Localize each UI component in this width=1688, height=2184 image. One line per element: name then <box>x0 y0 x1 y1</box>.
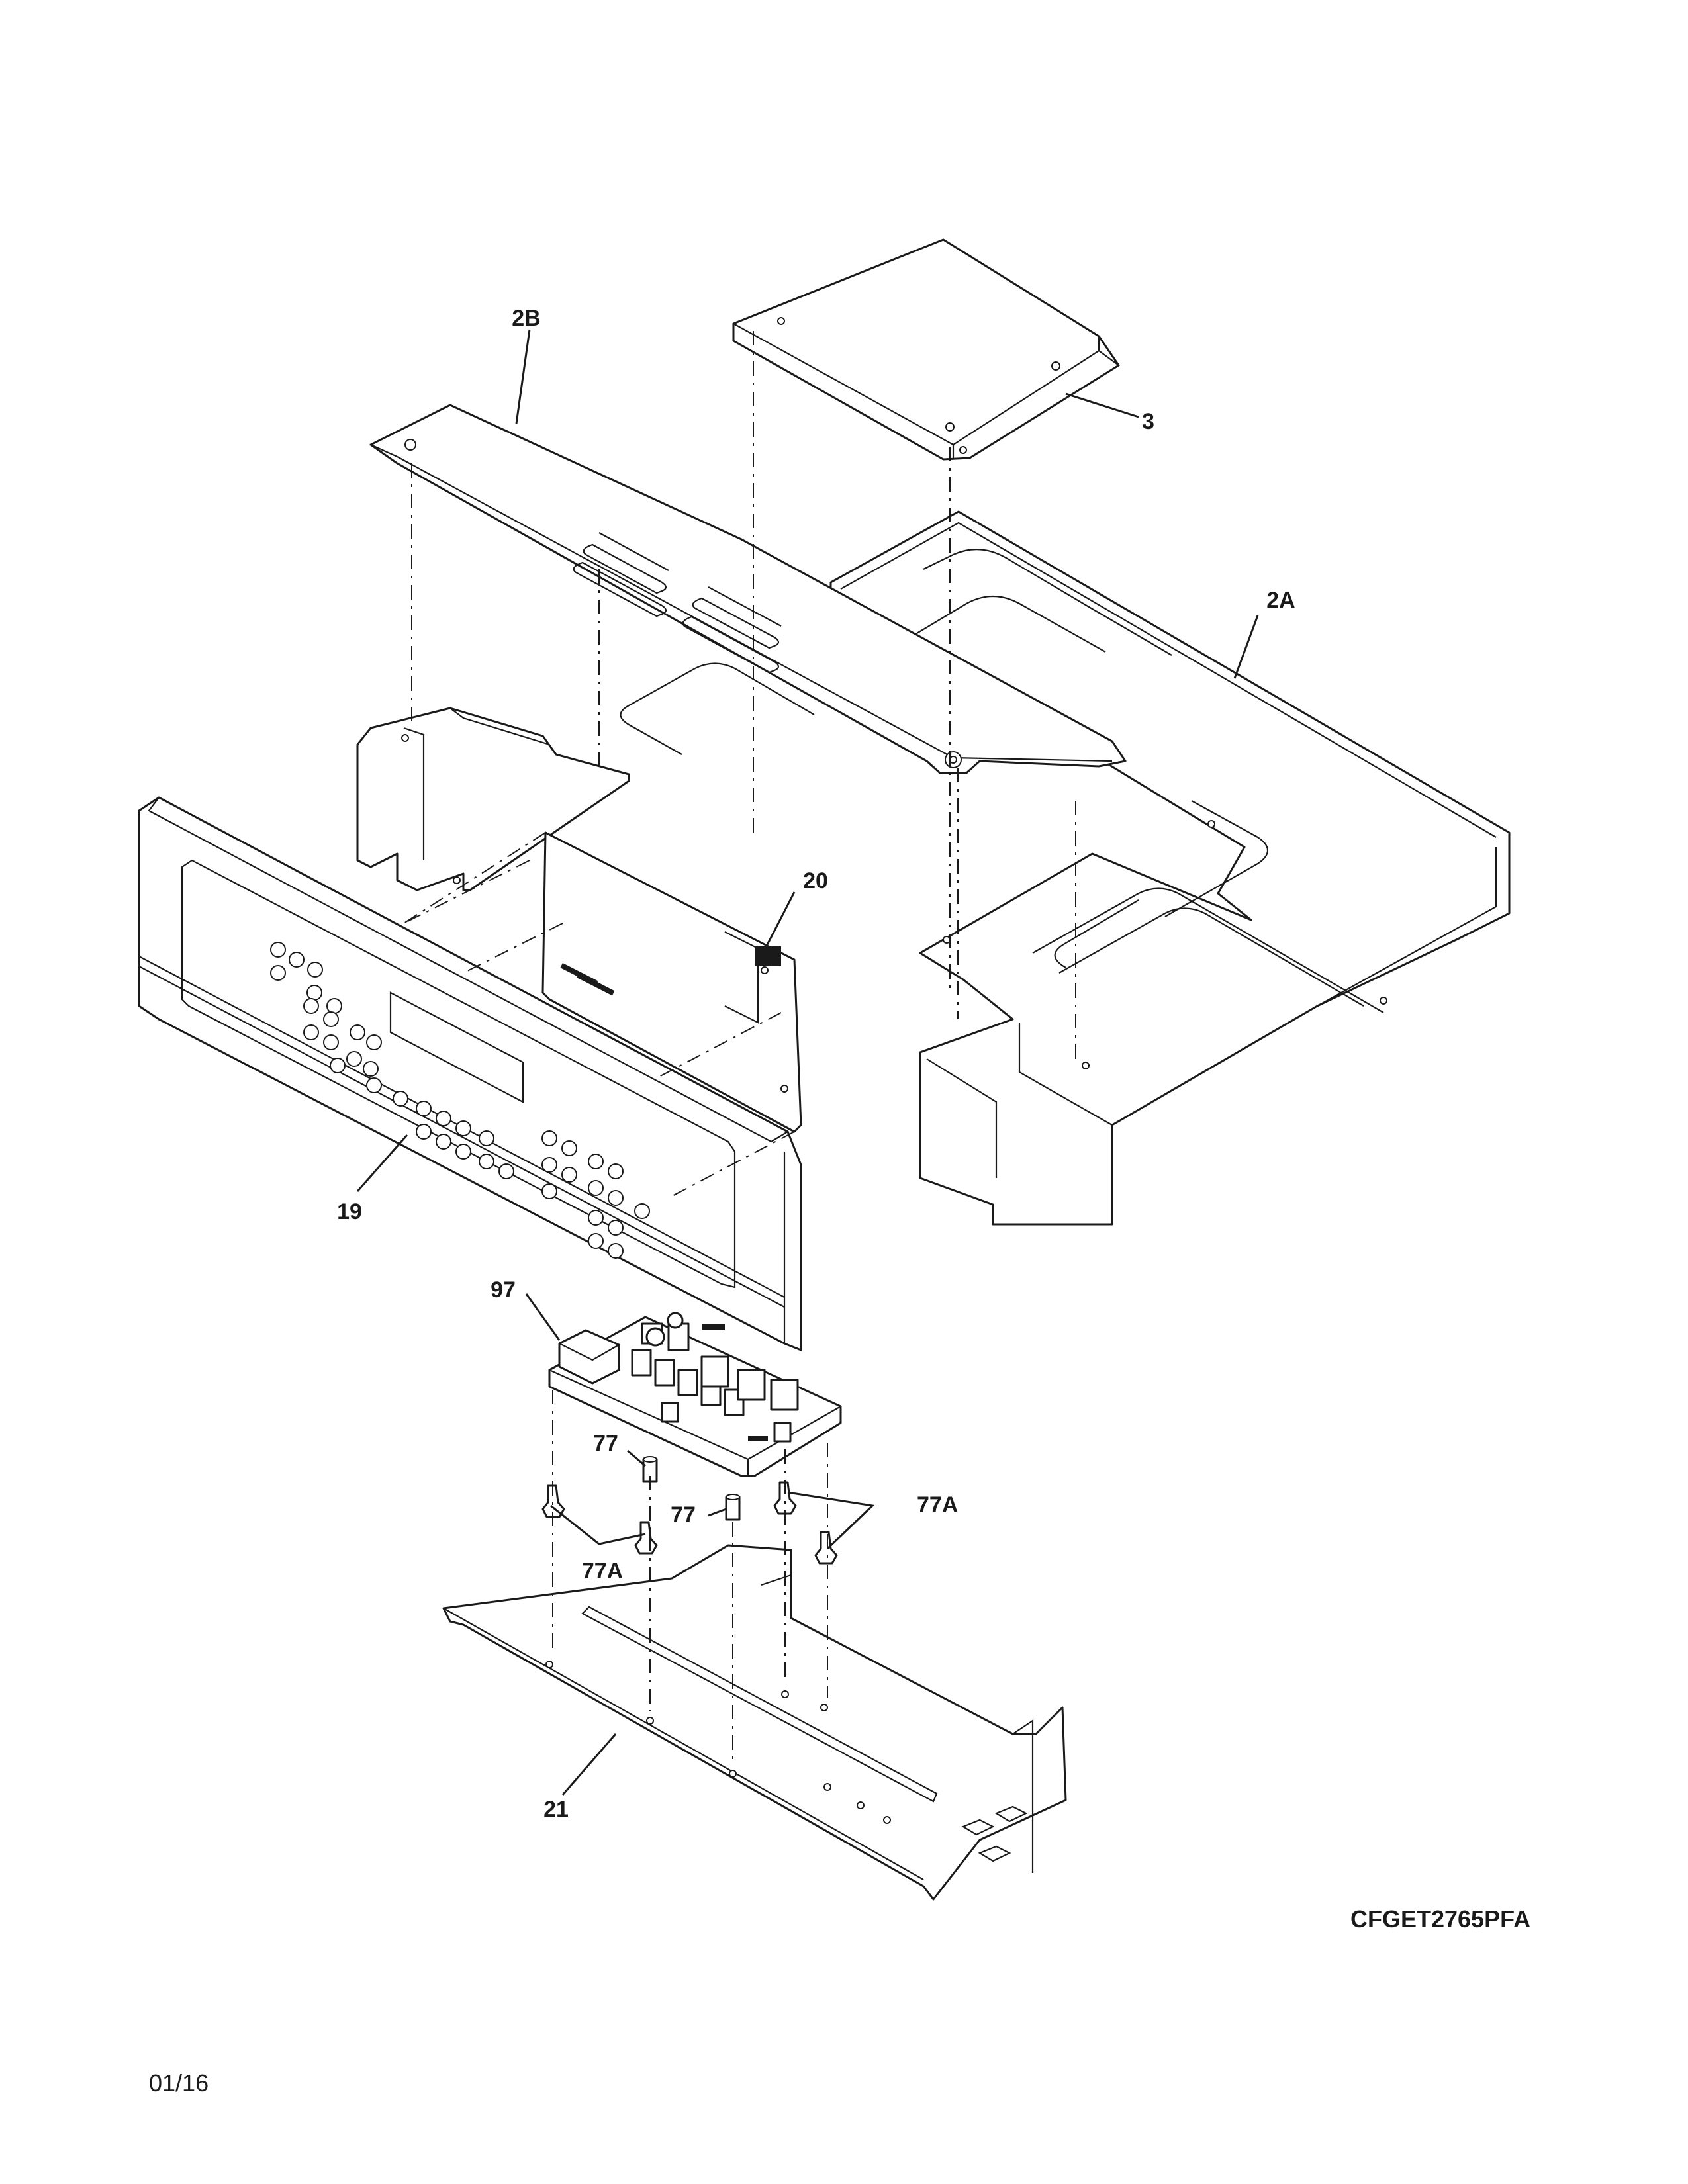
part-19-control-panel <box>138 796 802 1351</box>
leader-lines <box>356 329 1259 1796</box>
callout-77a-right: 77A <box>917 1492 958 1518</box>
callout-19: 19 <box>337 1199 362 1224</box>
part-3-cover-plate <box>732 238 1120 461</box>
callout-77a-left: 77A <box>582 1559 623 1584</box>
part-97-relay-board <box>548 1312 842 1477</box>
keypad-buttons <box>270 942 650 1259</box>
alignment-lines <box>403 331 1076 1764</box>
callout-21: 21 <box>543 1797 569 1822</box>
vent-slots <box>573 532 782 674</box>
revision-date: 01/16 <box>149 2070 209 2097</box>
part-77-standoff-right <box>725 1494 741 1521</box>
part-21-bottom-tray <box>442 1544 1067 1901</box>
relay-components <box>631 1312 799 1443</box>
part-77a-clip-1 <box>541 1484 565 1518</box>
part-77a-clip-3 <box>773 1481 797 1515</box>
callout-77-upper: 77 <box>593 1431 618 1456</box>
model-number: CFGET2765PFA <box>1350 1905 1530 1933</box>
part-77a-clip-2 <box>634 1521 658 1555</box>
callout-2a: 2A <box>1266 588 1295 613</box>
part-2b-vent-cover <box>369 404 1127 774</box>
callout-2b: 2B <box>512 306 540 331</box>
part-77a-clip-4 <box>814 1531 838 1565</box>
callout-77-lower: 77 <box>671 1502 696 1527</box>
callout-3: 3 <box>1142 409 1154 434</box>
callout-20: 20 <box>803 868 828 893</box>
callout-97: 97 <box>491 1277 516 1302</box>
callout-labels: 2B 3 2A 20 19 97 77 77 77A 77A 21 <box>337 306 1295 1822</box>
